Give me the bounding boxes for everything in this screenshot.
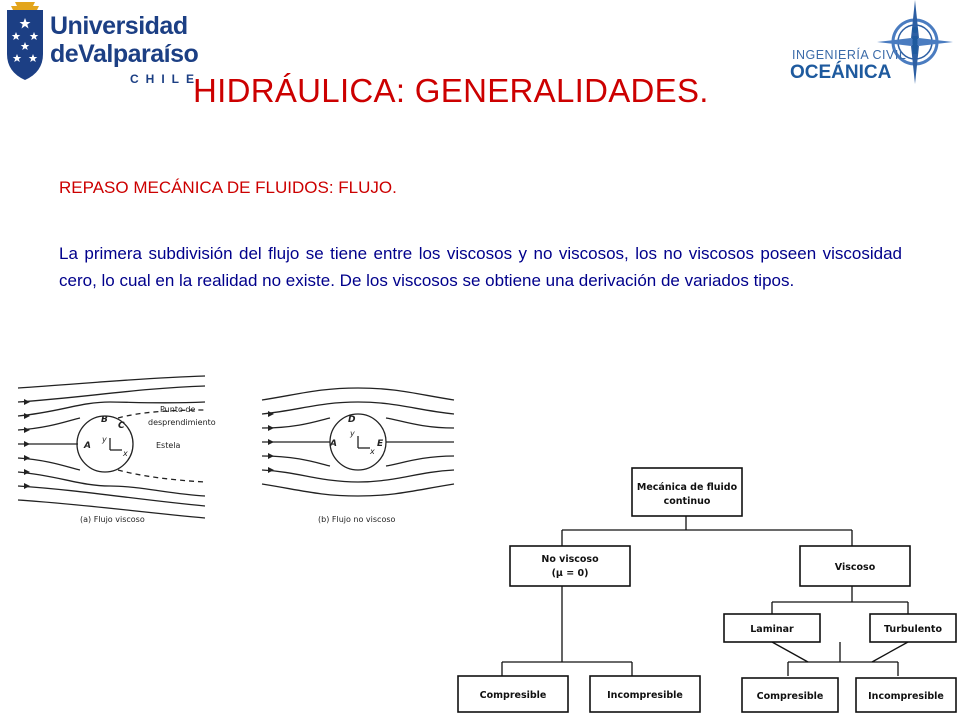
tree-node-inviscid-incompressible xyxy=(589,675,701,713)
viscous-caption: (a) Flujo viscoso xyxy=(80,515,145,524)
university-logo: Universidad deValparaíso CHILE xyxy=(0,0,199,90)
viscous-point-b: B xyxy=(101,415,108,425)
tree-turbulent-label: Turbulento xyxy=(884,624,942,635)
tree-node-viscous xyxy=(799,545,911,587)
university-name-line2: deValparaíso xyxy=(50,40,199,68)
tree-inviscid-label-line1: No viscoso xyxy=(541,554,599,565)
fluid-classification-tree: Mecánica de fluido continuo No viscoso (… xyxy=(457,467,957,713)
university-country: CHILE xyxy=(130,72,201,86)
viscous-axis-x: x xyxy=(122,449,128,458)
viscous-point-a: A xyxy=(83,441,91,451)
wake-label: Estela xyxy=(156,441,181,450)
tree-node-viscous-incompressible xyxy=(855,677,957,713)
viscous-axis-y: y xyxy=(101,435,107,444)
program-logo: INGENIERÍA CIVIL OCEÁNICA xyxy=(780,0,960,100)
university-name: Universidad deValparaíso CHILE xyxy=(50,12,201,86)
tree-inviscid-compressible-label: Compresible xyxy=(480,690,547,701)
compass-rose-icon xyxy=(877,0,953,84)
tree-inviscid-label-line2: (μ = 0) xyxy=(552,568,589,579)
tree-node-inviscid xyxy=(509,545,631,587)
tree-laminar-label: Laminar xyxy=(750,624,794,635)
inviscid-point-d: D xyxy=(348,415,356,425)
tree-viscous-label: Viscoso xyxy=(835,562,876,573)
tree-root-label-line1: Mecánica de fluido xyxy=(637,482,738,493)
slide-paragraph: La primera subdivisión del flujo se tien… xyxy=(59,244,902,290)
inviscid-point-e: E xyxy=(377,439,384,449)
program-name-line1: INGENIERÍA CIVIL xyxy=(792,48,907,62)
inviscid-axis-y: y xyxy=(349,429,355,438)
tree-node-viscous-compressible xyxy=(741,677,839,713)
tree-node-laminar xyxy=(723,613,821,643)
flow-around-cylinder-figure: A B C y x Punto de desprendimiento Estel… xyxy=(17,375,455,524)
separation-label-line2: desprendimiento xyxy=(148,418,216,427)
inviscid-point-a: A xyxy=(329,439,337,449)
tree-viscous-compressible-label: Compresible xyxy=(757,691,824,702)
tree-viscous-incompressible-label: Incompresible xyxy=(868,691,944,702)
inviscid-flow-diagram xyxy=(261,387,455,497)
tree-connectors xyxy=(501,516,909,676)
university-name-line1: Universidad xyxy=(50,12,188,40)
tree-root-label-line2: continuo xyxy=(664,496,711,507)
tree-inviscid-incompressible-label: Incompresible xyxy=(607,690,683,701)
slide-title: HIDRÁULICA: GENERALIDADES. xyxy=(193,72,709,109)
viscous-flow-arrows xyxy=(24,399,30,489)
viscous-point-c: C xyxy=(118,421,125,431)
tree-node-root xyxy=(631,467,743,517)
separation-label-line1: Punto de xyxy=(160,405,195,414)
program-name-line2: OCEÁNICA xyxy=(790,62,892,83)
shield-stars-icon xyxy=(7,2,43,80)
tree-node-inviscid-compressible xyxy=(457,675,569,713)
slide-subtitle: REPASO MECÁNICA DE FLUIDOS: FLUJO. xyxy=(59,178,397,197)
inviscid-caption: (b) Flujo no viscoso xyxy=(318,515,396,524)
inviscid-axis-x: x xyxy=(369,447,375,456)
inviscid-flow-arrows xyxy=(268,411,274,473)
tree-node-turbulent xyxy=(869,613,957,643)
